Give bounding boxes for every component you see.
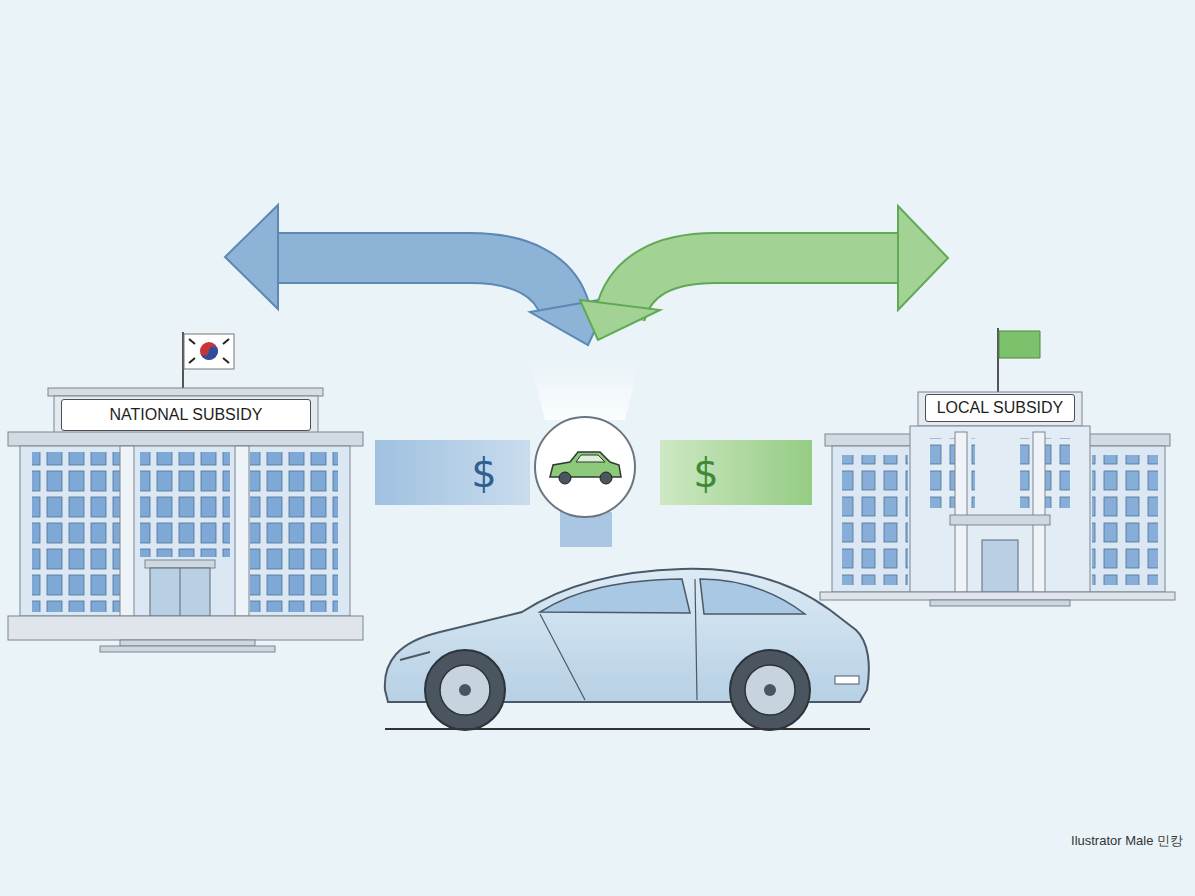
local-building [820, 328, 1175, 606]
watermark: Ilustrator Male 민캉 [1071, 832, 1183, 850]
glow [530, 360, 640, 420]
money-symbol: $ [454, 443, 514, 503]
green-arrow [580, 206, 948, 340]
building-sign: LOCAL SUBSIDY [925, 394, 1076, 422]
car-icon [550, 452, 621, 484]
national-building [8, 332, 363, 652]
blue-arrow [225, 205, 610, 345]
node-text: $ [471, 450, 496, 496]
money-bar [660, 440, 812, 505]
node-text: LOCAL SUBSIDY [937, 399, 1064, 417]
building-sign: NATIONAL SUBSIDY [61, 399, 311, 431]
car-circle [535, 417, 635, 517]
node-text: NATIONAL SUBSIDY [110, 406, 263, 424]
money-symbol: $ [676, 443, 736, 503]
electric-car [385, 569, 870, 730]
node-text: $ [693, 450, 718, 496]
money-bar [375, 440, 530, 505]
